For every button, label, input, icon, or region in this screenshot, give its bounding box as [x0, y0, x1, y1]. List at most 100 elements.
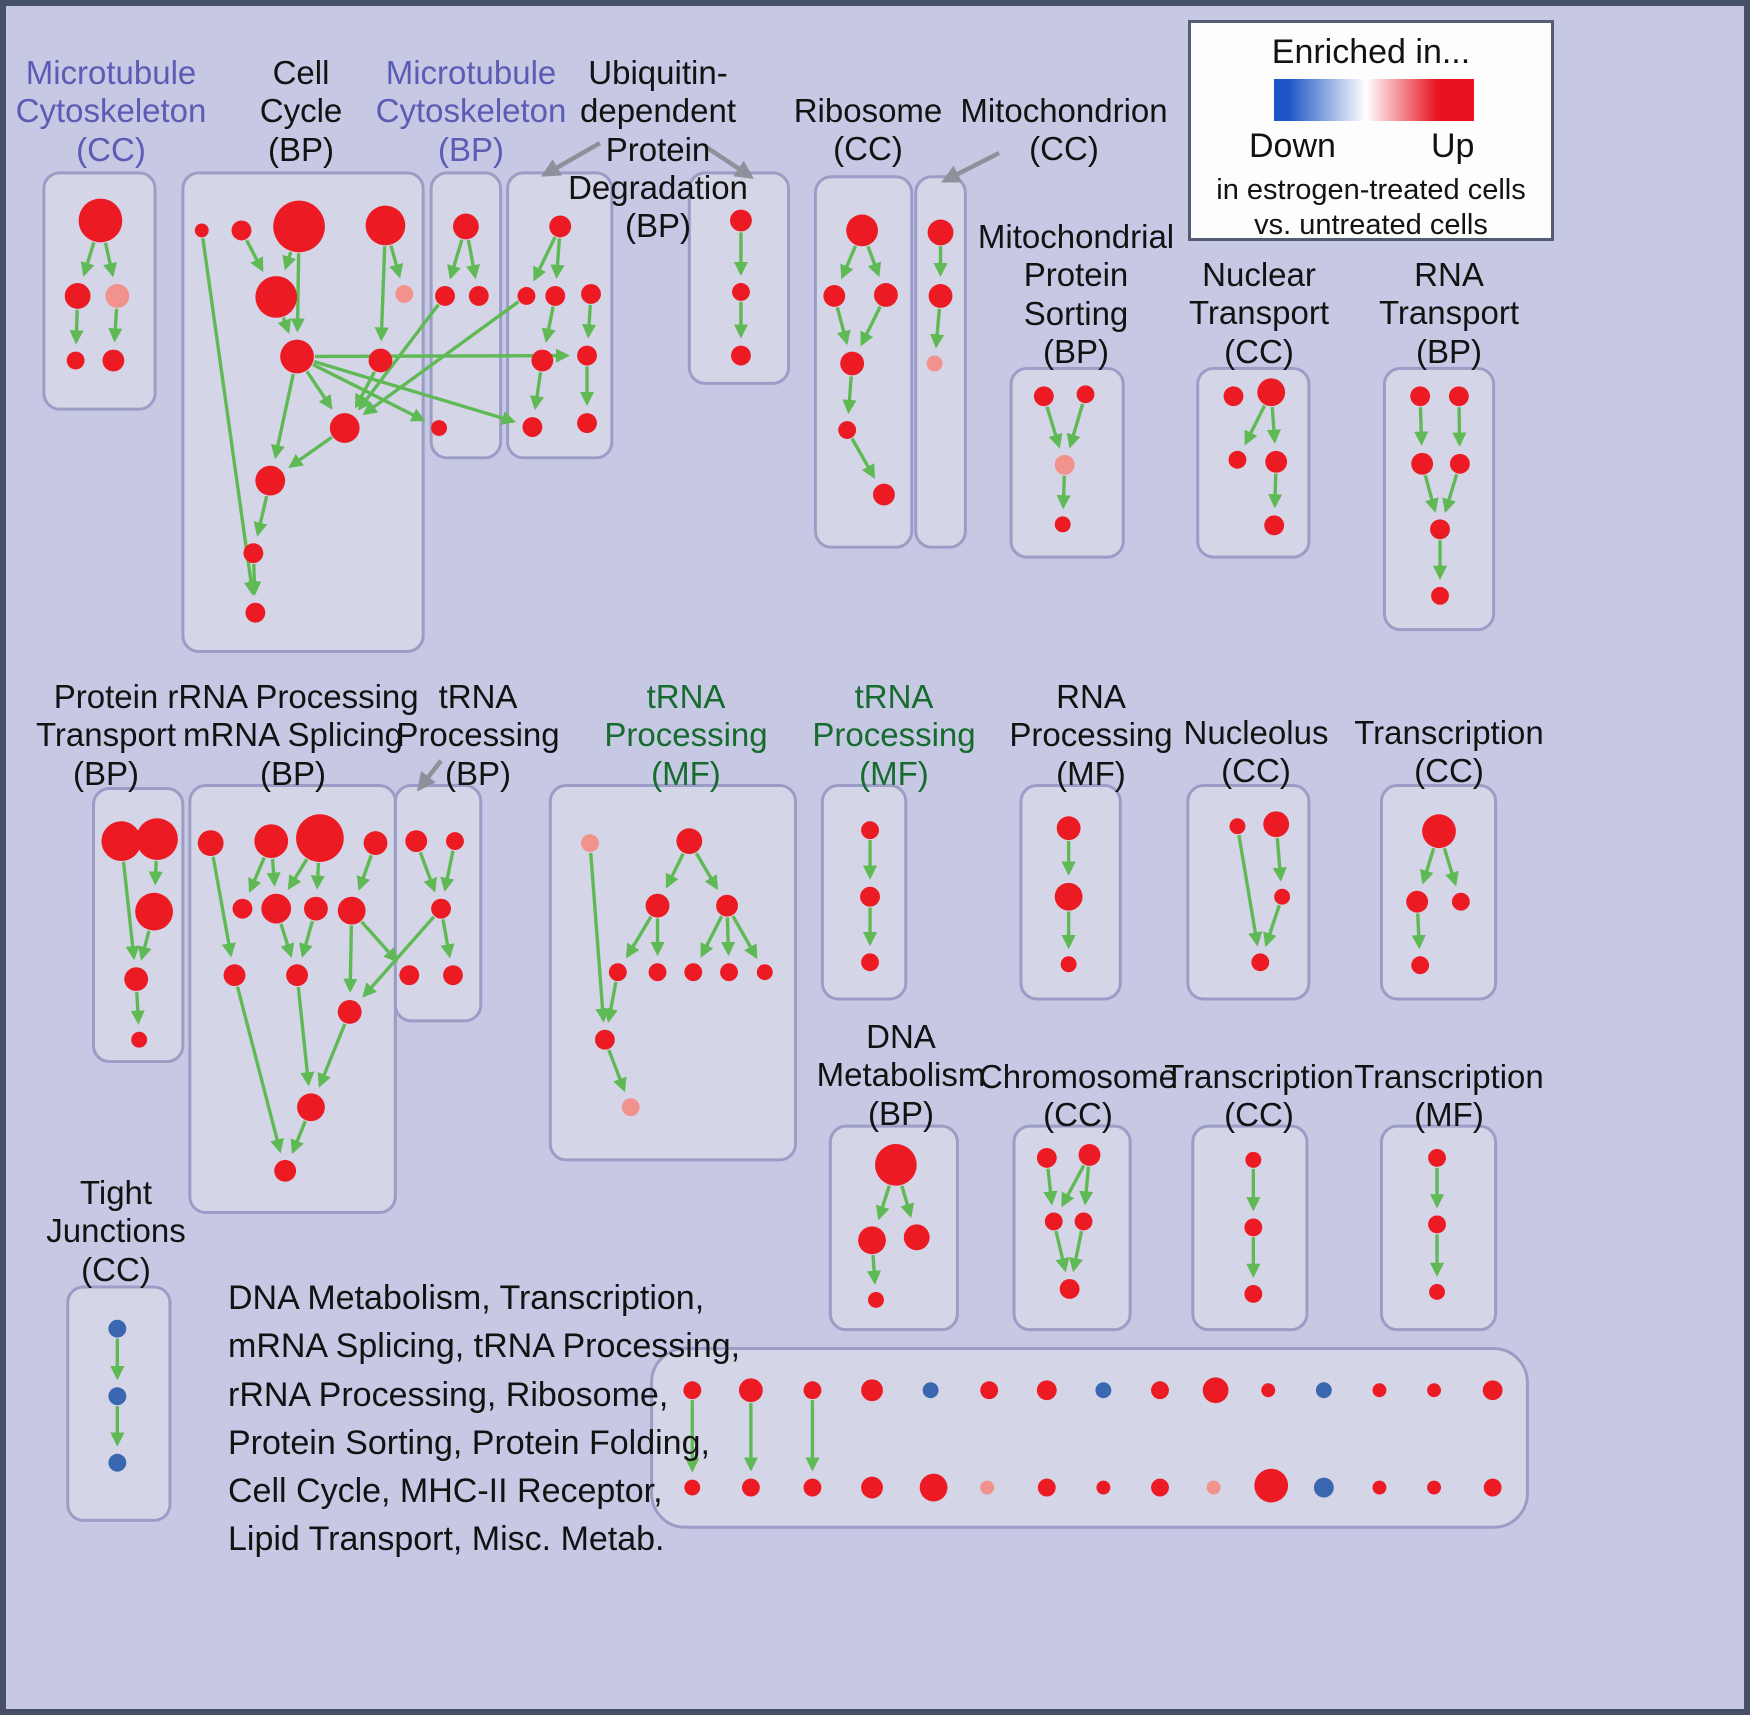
edge-tm10-tm11: [607, 1049, 627, 1093]
node-x5b: [919, 1473, 948, 1502]
legend-title: Enriched in...: [1271, 33, 1471, 71]
edge-cc11-cc12: [247, 564, 262, 596]
node-mtbp1: [452, 213, 479, 240]
edge-rr11-rr12: [317, 1023, 347, 1088]
node-ub1: [549, 215, 572, 238]
node-rb6: [873, 483, 895, 506]
edge-cc3-cc5: [282, 251, 296, 271]
node-rb1: [846, 214, 878, 247]
edge-nt2-nt4: [1266, 407, 1281, 444]
node-tc2b: [1244, 1218, 1263, 1237]
node-cc7: [280, 339, 314, 374]
node-rr11: [337, 999, 362, 1024]
node-nt3: [1228, 450, 1247, 469]
node-rr7: [304, 896, 328, 921]
edge-nc3-nc4: [1263, 904, 1281, 948]
edge-tb2-tb3: [440, 850, 455, 892]
node-tm4: [716, 894, 738, 917]
node-rp3: [1060, 956, 1077, 973]
edge-rt2-rt4: [1452, 407, 1467, 447]
node-ub5: [531, 349, 554, 372]
edge-tc1-tc3: [1442, 847, 1459, 887]
node-x10t: [1202, 1377, 1229, 1404]
node-nt2: [1257, 378, 1286, 407]
edge-rr8-rr11: [343, 925, 358, 993]
edge-tc2-tc4: [1411, 913, 1426, 950]
edge-ch4-ch5: [1068, 1230, 1084, 1273]
node-x1t: [683, 1381, 702, 1400]
node-cc9: [329, 413, 360, 443]
edge-cc1-cc12: [201, 238, 259, 596]
node-x7b: [1037, 1478, 1056, 1497]
node-x1b: [684, 1479, 701, 1496]
node-rr10: [286, 964, 308, 987]
cluster-box-tc: [1379, 784, 1498, 1001]
node-pt4: [124, 967, 149, 992]
edge-ch3-ch5: [1054, 1230, 1070, 1273]
edge-nt2-nt3: [1244, 404, 1267, 446]
node-rt6: [1431, 586, 1449, 605]
node-ub4: [581, 284, 601, 304]
node-ub6: [577, 345, 597, 366]
node-tj1: [108, 1319, 127, 1338]
edge-rr10-rr12: [296, 986, 315, 1087]
node-tc2: [1406, 890, 1429, 913]
edge-rb1-rb2: [840, 245, 858, 280]
node-rr9: [223, 964, 246, 987]
edge-rb2-rb4: [835, 307, 851, 346]
node-rt4: [1449, 453, 1470, 474]
edge-mps3-mps4: [1056, 475, 1071, 510]
label-pointer-arrow-2: [941, 150, 1001, 183]
node-cc8: [368, 348, 393, 373]
node-x3t: [803, 1381, 822, 1400]
node-tb4: [443, 965, 463, 986]
node-tm9: [756, 964, 773, 981]
misc-annotation: DNA Metabolism, Transcription, mRNA Spli…: [228, 1279, 741, 1559]
edge-mtcc1-mtcc2: [80, 241, 96, 277]
edge-rr6-rr10: [279, 923, 295, 958]
edge-mtcc1-mtcc3: [103, 242, 118, 278]
edge-nc1-nc4: [1237, 834, 1263, 947]
node-x12b: [1313, 1477, 1334, 1498]
edge-mtcc2-mtcc4: [69, 309, 84, 345]
node-rr1: [197, 830, 224, 857]
node-rr2: [254, 824, 289, 858]
node-tm8: [720, 963, 738, 982]
legend: Enriched in... Down Up in estrogen-treat…: [1188, 20, 1554, 241]
node-x7t: [1036, 1380, 1057, 1401]
node-cc6: [395, 285, 414, 303]
node-ub3: [545, 286, 566, 306]
edge-pt1-pt4: [121, 861, 140, 961]
edge-rr9-rr13: [235, 986, 284, 1154]
node-tm7: [684, 963, 703, 982]
node-x13t: [1372, 1383, 1387, 1398]
edge-mps1-mps3: [1045, 406, 1063, 449]
edge-rb5-rb6: [850, 437, 876, 479]
node-ub2: [517, 287, 536, 305]
edge-ub5-ub7: [530, 372, 545, 411]
node-mps2: [1076, 385, 1095, 404]
node-tm10: [594, 1029, 615, 1050]
node-ch1: [1036, 1147, 1057, 1168]
node-tb3: [431, 898, 451, 919]
node-x12t: [1315, 1382, 1332, 1399]
edge-tb3-tb4: [440, 919, 455, 959]
edge-cc4-cc8: [374, 246, 389, 342]
node-tn1: [861, 821, 879, 840]
node-ub7: [522, 417, 543, 437]
edge-rb4-rb5: [842, 376, 857, 415]
node-rr3: [296, 814, 344, 862]
edge-tm5-tm10: [603, 981, 618, 1023]
node-tb1: [405, 830, 428, 853]
edge-mtbp2-cc9: [358, 303, 440, 411]
node-tc2a: [1245, 1151, 1262, 1168]
edge-mtbp1-mtbp3: [466, 239, 481, 280]
edge-tb1-tb3: [418, 851, 437, 893]
cluster-box-nt: [1196, 366, 1311, 559]
edge-ub1-ub2: [533, 236, 557, 282]
edge-dm1-dm2: [875, 1185, 891, 1221]
node-cc4: [365, 205, 406, 246]
edge-rr1-rr9: [211, 856, 236, 958]
node-dm1: [875, 1143, 917, 1186]
node-rr13: [274, 1159, 297, 1182]
